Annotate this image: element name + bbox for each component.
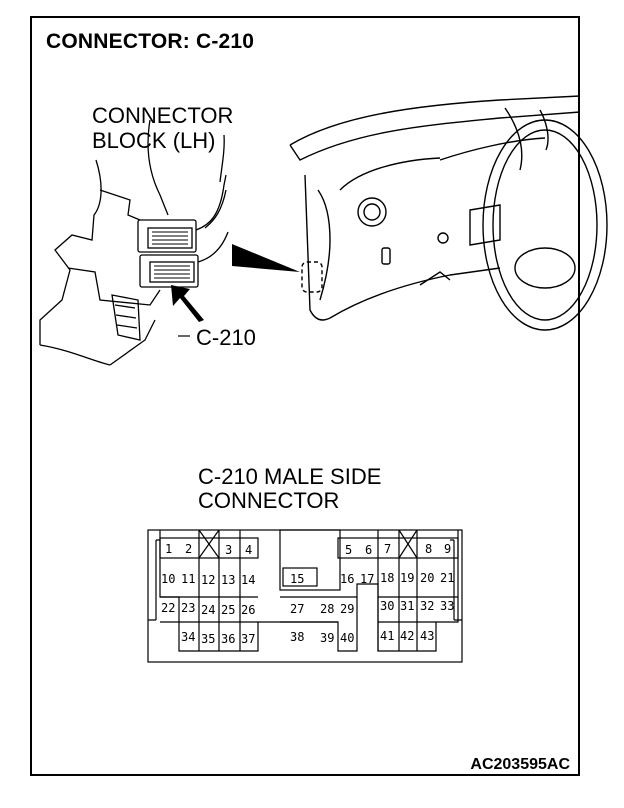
pin-30: 30 — [380, 599, 394, 613]
pin-11: 11 — [181, 572, 195, 586]
pin-28: 28 — [320, 602, 334, 616]
pin-39: 39 — [320, 631, 334, 645]
pin-21: 21 — [440, 571, 454, 585]
figure-code: AC203595AC — [470, 756, 570, 773]
male-side-label-line2: CONNECTOR — [198, 488, 340, 513]
dashboard-illustration — [289, 95, 608, 331]
pin-43: 43 — [420, 629, 434, 643]
pin-41: 41 — [380, 629, 394, 643]
pin-2: 2 — [185, 542, 192, 556]
pin-36: 36 — [221, 632, 235, 646]
pin-27: 27 — [290, 602, 304, 616]
pin-18: 18 — [380, 571, 394, 585]
pin-23: 23 — [181, 601, 195, 615]
connector-location-marker — [301, 261, 323, 293]
pin-9: 9 — [444, 542, 451, 556]
pin-35: 35 — [201, 632, 215, 646]
pin-20: 20 — [420, 571, 434, 585]
pin-6: 6 — [365, 543, 372, 557]
pin-38: 38 — [290, 630, 304, 644]
pin-24: 24 — [201, 603, 215, 617]
diagram-title: CONNECTOR: C-210 — [46, 30, 255, 53]
connector-block-label-line2: BLOCK (LH) — [92, 128, 216, 153]
pin-7: 7 — [384, 542, 391, 556]
pin-8: 8 — [425, 542, 432, 556]
pin-25: 25 — [221, 603, 235, 617]
connector-block-illustration — [39, 119, 229, 366]
pin-26: 26 — [241, 603, 255, 617]
connector-block-label-line1: CONNECTOR — [92, 103, 234, 128]
c210-arrow-icon — [171, 285, 204, 322]
pin-12: 12 — [201, 573, 215, 587]
pin-5: 5 — [345, 543, 352, 557]
connector-face — [147, 529, 463, 663]
pin-3: 3 — [225, 543, 232, 557]
pin-31: 31 — [400, 599, 414, 613]
pin-17: 17 — [360, 572, 374, 586]
connector-hatching — [152, 231, 190, 279]
pin-labels: 1 2 3 4 5 6 7 8 9 10 11 12 13 14 15 16 1… — [161, 542, 454, 646]
connector-id-callout: C-210 — [196, 325, 256, 350]
pin-42: 42 — [400, 629, 414, 643]
pin-13: 13 — [221, 573, 235, 587]
pin-1: 1 — [165, 542, 172, 556]
pin-14: 14 — [241, 573, 255, 587]
pin-16: 16 — [340, 572, 354, 586]
pin-29: 29 — [340, 602, 354, 616]
pin-22: 22 — [161, 601, 175, 615]
pin-15: 15 — [290, 572, 304, 586]
pin-40: 40 — [340, 631, 354, 645]
pin-32: 32 — [420, 599, 434, 613]
diagram-frame — [30, 16, 580, 776]
male-side-label-line1: C-210 MALE SIDE — [198, 464, 382, 489]
pin-37: 37 — [241, 632, 255, 646]
pin-4: 4 — [245, 543, 252, 557]
pin-10: 10 — [161, 572, 175, 586]
pin-19: 19 — [400, 571, 414, 585]
pin-34: 34 — [181, 630, 195, 644]
location-pointer — [232, 244, 300, 272]
pin-33: 33 — [440, 599, 454, 613]
